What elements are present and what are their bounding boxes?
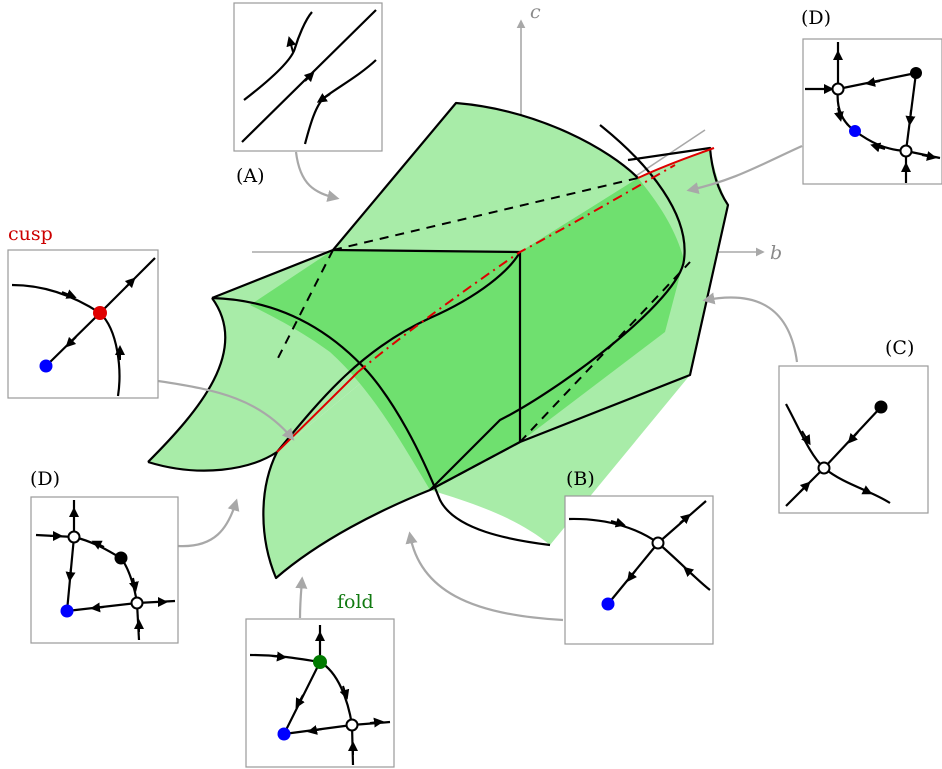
inset-D-left-saddle-2 xyxy=(130,596,144,610)
surface-edge-right-wing xyxy=(429,146,730,491)
pointer-fold xyxy=(295,576,308,619)
inset-D-top-arrow-6 xyxy=(870,142,886,153)
inset-B-frame xyxy=(564,495,714,645)
inset-D-top-stable-node xyxy=(849,125,861,137)
inset-C-label: (C) xyxy=(885,337,914,359)
inset-D-top-arrow-7 xyxy=(921,151,937,161)
inset-D-left-label: (D) xyxy=(30,468,60,490)
inset-B-stable-node xyxy=(601,597,615,611)
inset-fold: fold xyxy=(245,591,395,768)
inset-cusp-traj-1 xyxy=(11,283,101,314)
inset-D-left-unstable-node xyxy=(114,551,128,565)
inset-D-top-frame xyxy=(802,38,942,185)
inset-C-arrow-1 xyxy=(801,430,811,446)
inset-C-traj-2 xyxy=(823,467,891,504)
surface-overlap-region xyxy=(250,178,684,490)
inset-D-top-arrow-4 xyxy=(834,107,844,122)
inset-B-arrow-3 xyxy=(627,569,637,582)
pointer-cusp xyxy=(157,379,295,441)
inset-B-saddle xyxy=(651,536,665,550)
inset-cusp: cusp xyxy=(7,223,159,399)
inset-cusp-stable-node xyxy=(39,359,53,373)
inset-D-top-label: (D) xyxy=(801,7,831,29)
inset-D-left-stable-node xyxy=(60,604,74,618)
inset-fold-arrow-6 xyxy=(369,717,384,728)
inset-D-top: (D) xyxy=(801,7,942,185)
inset-cusp-saddle-node xyxy=(93,306,107,320)
hidden-line-left xyxy=(276,249,334,361)
cusp-curve-hidden xyxy=(357,164,676,373)
inset-fold-saddle xyxy=(345,718,359,732)
surface-edge-inner-fold xyxy=(211,296,551,547)
inset-fold-arrow-5 xyxy=(307,725,323,735)
surface-top-cross-section xyxy=(332,248,521,254)
inset-C-saddle xyxy=(817,461,831,475)
inset-C-arrow-3 xyxy=(847,431,859,444)
c-axis-label: c xyxy=(530,1,541,23)
inset-cusp-arrow-2 xyxy=(124,277,136,289)
inset-fold-arrow-3 xyxy=(339,685,350,700)
pointer-A xyxy=(294,151,340,202)
inset-cusp-arrow-1 xyxy=(61,289,77,299)
inset-D-left-arrow-4 xyxy=(65,567,76,582)
surface-back-sheet xyxy=(333,103,638,252)
bifurcation-surface xyxy=(147,101,730,580)
cusp-label: cusp xyxy=(8,223,53,245)
surface-edge-front-fold xyxy=(429,124,686,491)
surface-lower-sheet xyxy=(430,375,690,545)
inset-cusp-arrow-3 xyxy=(65,336,77,348)
inset-C-arrow-2 xyxy=(859,485,873,495)
inset-B-label: (B) xyxy=(566,468,595,490)
surface-edge-left-outline xyxy=(147,297,227,463)
hidden-line-lower xyxy=(429,441,521,491)
inset-fold-saddle-node xyxy=(313,655,327,669)
inset-C-unstable-node xyxy=(874,400,888,414)
inset-D-top-unstable-node xyxy=(910,67,922,79)
inset-cusp-frame xyxy=(7,249,159,399)
hidden-line-upper xyxy=(332,177,639,251)
inset-D-left: (D) xyxy=(30,468,179,644)
surface-edge-bottom-lip xyxy=(262,451,431,580)
inset-D-top-saddle-1 xyxy=(831,82,845,96)
inset-A-trajectory-upper xyxy=(243,11,313,101)
pointer-arrows xyxy=(157,144,803,622)
inset-fold-arrow-1 xyxy=(271,651,287,662)
inset-B-arrow-4 xyxy=(683,566,695,578)
cusp-curve-far xyxy=(637,147,715,179)
inset-D-left-frame xyxy=(30,496,179,644)
surface-edge-top-wing xyxy=(332,101,639,251)
inset-B: (B) xyxy=(564,468,714,645)
inset-B-arrow-1 xyxy=(610,517,626,528)
inset-D-top-saddle-2 xyxy=(899,144,913,158)
inset-C: (C) xyxy=(778,337,929,514)
inset-A: (A) xyxy=(233,2,383,187)
inset-fold-arrow-4 xyxy=(295,694,305,709)
inset-D-top-arrow-3 xyxy=(865,77,881,87)
surface-edge-left-lip xyxy=(147,248,521,472)
inset-A-arrow-middle xyxy=(303,71,315,83)
inset-B-arrow-2 xyxy=(679,513,691,525)
inset-A-arrow-upper xyxy=(286,36,297,53)
inset-D-left-arrow-6 xyxy=(90,602,105,613)
inset-fold-stable-node xyxy=(277,727,291,741)
pointer-C xyxy=(702,292,799,363)
inset-A-label: (A) xyxy=(236,165,265,187)
inset-D-top-arrow-5 xyxy=(905,109,916,126)
fold-label: fold xyxy=(337,591,374,613)
inset-D-left-arrow-5 xyxy=(129,577,139,592)
inset-D-left-saddle-1 xyxy=(67,530,81,544)
inset-D-left-arrow-3 xyxy=(91,540,105,550)
b-axis-label: b xyxy=(770,242,782,264)
pointer-D-top xyxy=(686,144,803,195)
pointer-D-left xyxy=(177,498,240,548)
inset-C-arrow-4 xyxy=(799,481,811,493)
inset-A-arrow-lower xyxy=(316,93,331,103)
pointer-B xyxy=(405,531,564,622)
